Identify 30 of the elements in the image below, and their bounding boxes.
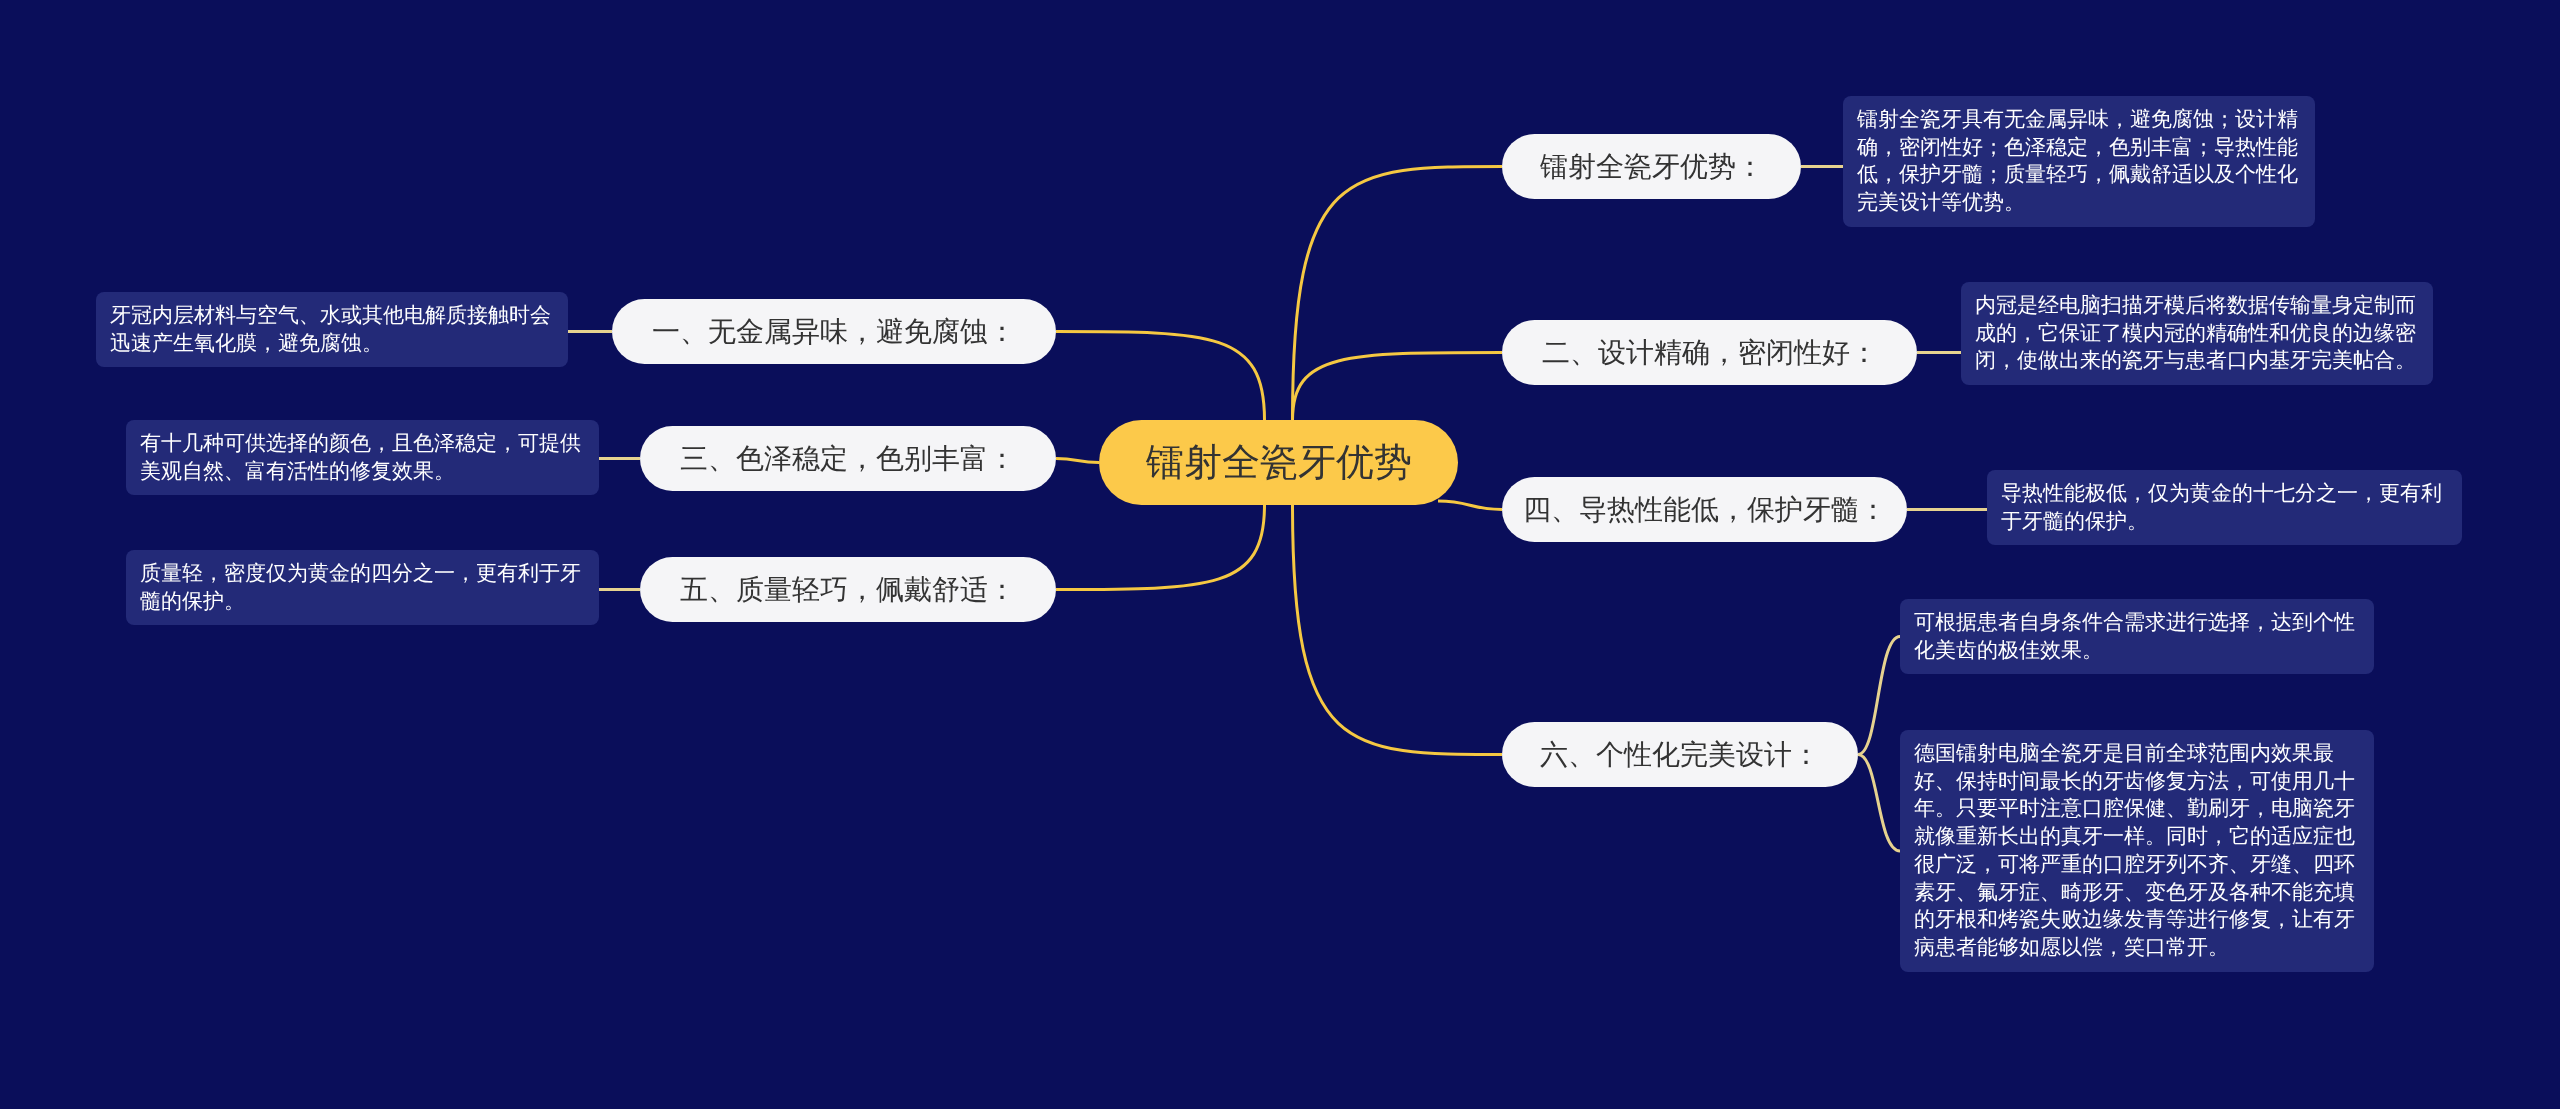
note-card: 镭射全瓷牙具有无金属异味，避免腐蚀；设计精确，密闭性好；色泽稳定，色别丰富；导热性能低，保护牙髓；质量轻巧，佩戴舒适以及个性化完美设计等优势。 bbox=[1843, 96, 2315, 227]
connector-line bbox=[1056, 330, 1266, 421]
note-card: 可根据患者自身条件合需求进行选择，达到个性化美齿的极佳效果。 bbox=[1900, 599, 2374, 675]
connector-line bbox=[1055, 457, 1100, 464]
connector-line bbox=[1857, 753, 1901, 853]
topic-pill: 二、设计精确，密闭性好： bbox=[1502, 320, 1917, 385]
note-card: 牙冠内层材料与空气、水或其他电解质接触时会迅速产生氧化膜，避免腐蚀。 bbox=[96, 292, 568, 368]
topic-pill: 六、个性化完美设计： bbox=[1502, 722, 1858, 787]
central-topic-pill: 镭射全瓷牙优势 bbox=[1099, 420, 1458, 505]
note-card: 德国镭射电脑全瓷牙是目前全球范围内效果最好、保持时间最长的牙齿修复方法，可使用几十年。只要平时注意口腔保健、勤刷牙，电脑瓷牙就像重新长出的真牙一样。同时，它的适应症也很广泛，可将严重的口腔牙列不齐、牙缝、四环素牙、氟牙症、畸形牙、变色牙及各种不能充填的牙根和烤瓷失败边缘发青等进行修复，让有牙病患者能够如愿以偿，笑口常开。 bbox=[1900, 730, 2374, 972]
connector-line bbox=[1857, 635, 1901, 756]
connector-line bbox=[1907, 508, 1987, 511]
connector-line bbox=[568, 330, 612, 333]
connector-line bbox=[1291, 504, 1502, 756]
note-card: 导热性能极低，仅为黄金的十七分之一，更有利于牙髓的保护。 bbox=[1987, 470, 2462, 546]
topic-pill: 三、色泽稳定，色别丰富： bbox=[640, 426, 1056, 491]
topic-pill: 五、质量轻巧，佩戴舒适： bbox=[640, 557, 1056, 622]
connector-line bbox=[1291, 351, 1502, 421]
topic-pill: 一、无金属异味，避免腐蚀： bbox=[612, 299, 1056, 364]
note-card: 质量轻，密度仅为黄金的四分之一，更有利于牙髓的保护。 bbox=[126, 550, 599, 626]
connector-line bbox=[1917, 351, 1961, 354]
connector-line bbox=[599, 457, 640, 460]
connector-line bbox=[1801, 165, 1843, 168]
connector-line bbox=[599, 588, 640, 591]
connector-line bbox=[1056, 504, 1266, 591]
connector-line bbox=[1437, 499, 1503, 511]
note-card: 有十几种可供选择的颜色，且色泽稳定，可提供美观自然、富有活性的修复效果。 bbox=[126, 420, 599, 496]
note-card: 内冠是经电脑扫描牙模后将数据传输量身定制而成的，它保证了模内冠的精确性和优良的边缘密闭，使做出来的瓷牙与患者口内基牙完美帖合。 bbox=[1961, 282, 2433, 386]
topic-pill: 镭射全瓷牙优势： bbox=[1502, 134, 1801, 199]
topic-pill: 四、导热性能低，保护牙髓： bbox=[1502, 477, 1907, 542]
